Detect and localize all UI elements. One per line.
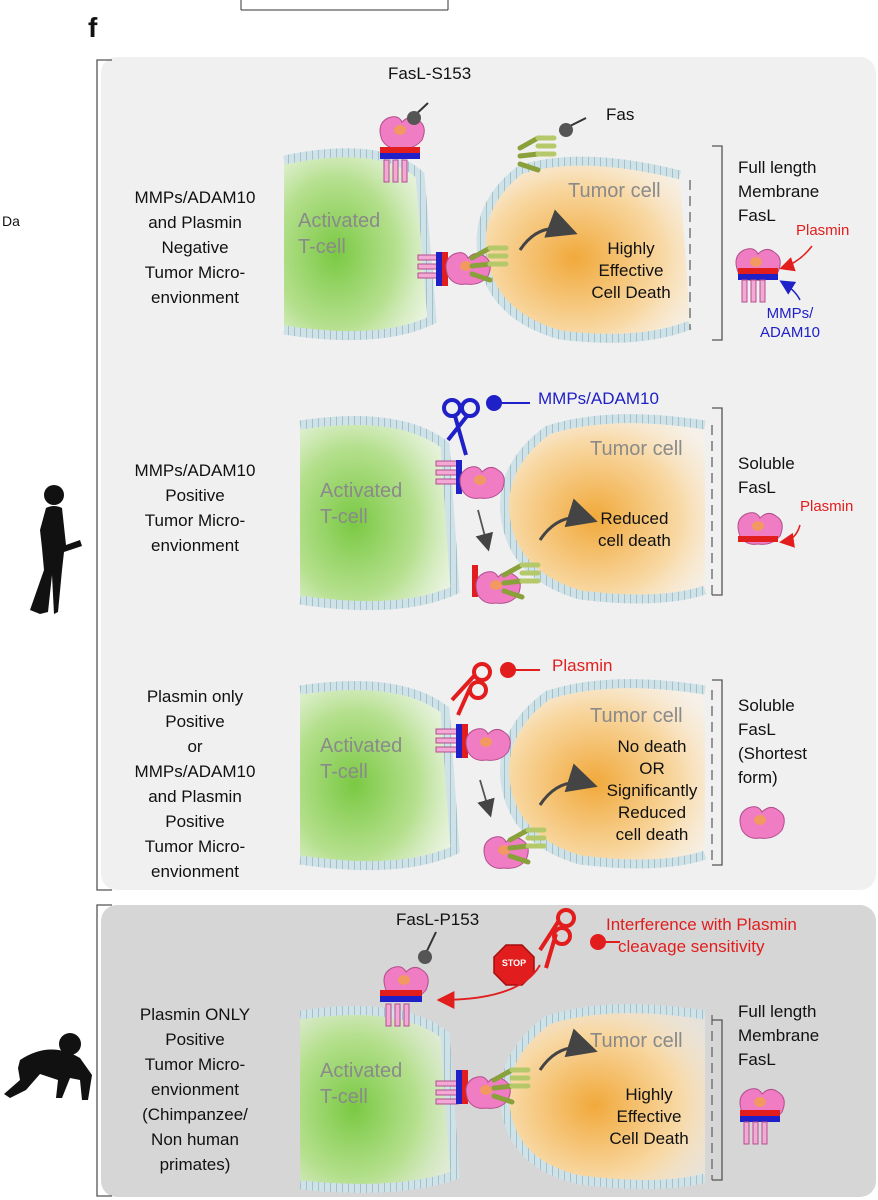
row4-tumor-label: Tumor cell: [590, 1030, 683, 1052]
stop-sign-label: STOP: [501, 958, 527, 968]
row2-outcome: Reduced cell death: [598, 509, 671, 550]
row2-context: MMPs/ADAM10 Positive Tumor Micro- envion…: [134, 461, 256, 555]
row3-context: Plasmin only Positive or MMPs/ADAM10 and…: [134, 687, 256, 881]
row1-cells: [283, 102, 813, 343]
row1-plasmin-legend: Plasmin: [796, 222, 850, 239]
row4-outcome: Highly Effective Cell Death: [609, 1085, 689, 1148]
row2-tcell-label: Activated T-cell: [320, 480, 403, 528]
row1-context: MMPs/ADAM10 and Plasmin Negative Tumor M…: [134, 188, 256, 307]
scissors-icon: [442, 398, 480, 456]
row1-tumor-label: Tumor cell: [568, 180, 661, 202]
interference-label: Interference with Plasmin cleavage sensi…: [606, 915, 797, 956]
row3-outcome: No death OR Significantly Reduced cell d…: [606, 737, 698, 844]
axis-fragment: Da: [2, 213, 20, 229]
fas-callout: Fas: [606, 105, 635, 124]
row2-tumor-label: Tumor cell: [590, 438, 683, 460]
scissors-icon: [450, 662, 492, 716]
scissors-icon: [538, 908, 576, 969]
stop-sign-icon: [493, 944, 535, 986]
row3-cells: [299, 662, 785, 871]
chimpanzee-silhouette-icon: [4, 1033, 92, 1100]
row2-side-label: Soluble FasL: [738, 454, 795, 497]
row2-plasmin-legend: Plasmin: [800, 498, 854, 515]
row1-tcell-label: Activated T-cell: [298, 210, 381, 258]
fasl-s153-callout: FasL-S153: [388, 64, 472, 83]
row2-scissors-label: MMPs/ADAM10: [538, 389, 659, 408]
row3-tcell-label: Activated T-cell: [320, 735, 403, 783]
row3-side-label: Soluble FasL (Shortest form): [738, 696, 807, 787]
row4-context: Plasmin ONLY Positive Tumor Micro- envio…: [139, 1005, 251, 1174]
human-silhouette-icon: [30, 485, 82, 614]
row3-scissors-label: Plasmin: [552, 656, 613, 675]
row4-side-label: Full length Membrane FasL: [738, 1002, 820, 1069]
row4-cells: [299, 908, 785, 1193]
row1-outcome: Highly Effective Cell Death: [591, 239, 671, 302]
panel-letter: f: [88, 12, 98, 43]
row1-side-label: Full length Membrane FasL: [738, 158, 820, 225]
row2-cells: [299, 395, 801, 611]
row3-tumor-label: Tumor cell: [590, 705, 683, 727]
row4-tcell-label: Activated T-cell: [320, 1060, 403, 1108]
row1-mmp-legend: MMPs/ ADAM10: [759, 305, 821, 341]
fasl-p153-callout: FasL-P153: [396, 910, 480, 929]
